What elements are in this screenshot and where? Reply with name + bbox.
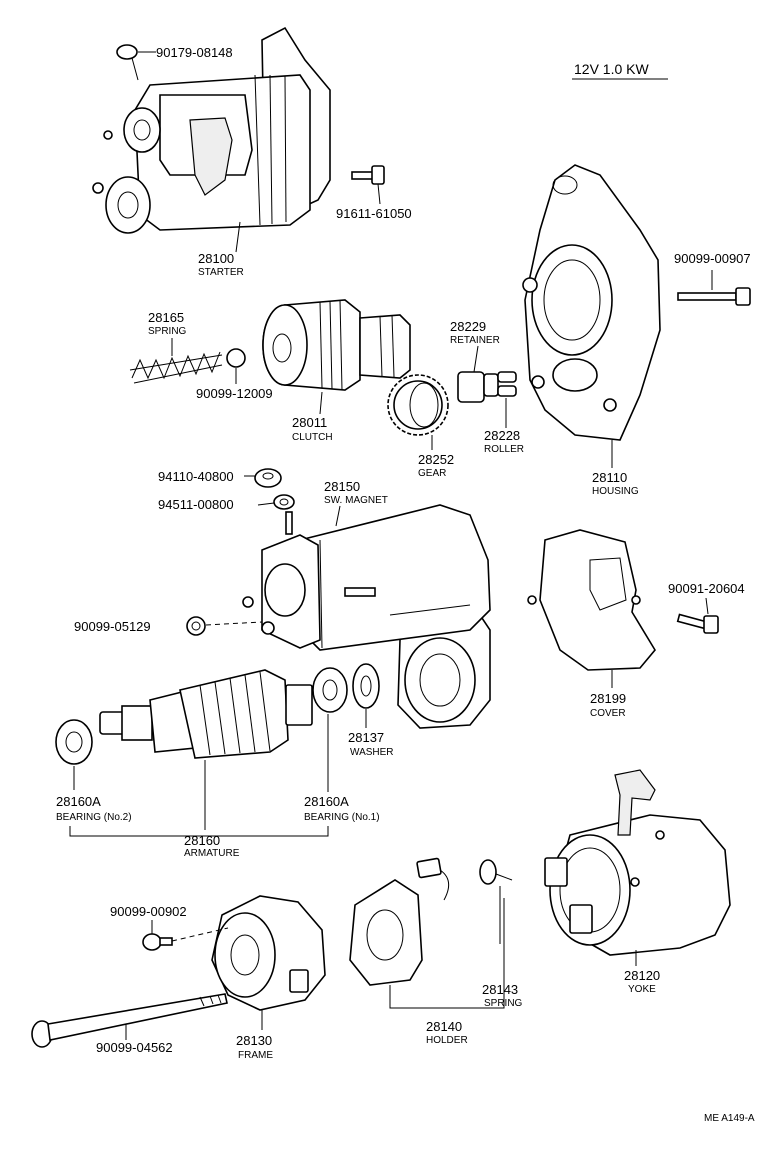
bolt-90099-00907-drawing bbox=[677, 270, 751, 306]
washer-28137-drawing bbox=[352, 663, 380, 728]
retainer-roller-drawing bbox=[457, 345, 517, 428]
part-28252-name: GEAR bbox=[418, 468, 446, 479]
part-28165-name: SPRING bbox=[148, 326, 187, 337]
screw-90099-00902-drawing bbox=[142, 920, 229, 951]
cover-28199-drawing bbox=[527, 529, 656, 688]
part-28140-name: HOLDER bbox=[426, 1035, 468, 1046]
spring-28165-drawing bbox=[129, 338, 223, 384]
part-28150-number: 28150 bbox=[324, 479, 360, 494]
part-28160-number: 28160 bbox=[184, 833, 220, 848]
part-28228-name: ROLLER bbox=[484, 444, 524, 455]
through-bolt-drawing bbox=[31, 993, 228, 1048]
part-28160A-bearing1-name: BEARING (No.1) bbox=[304, 812, 380, 823]
part-91611-number: 91611-61050 bbox=[336, 206, 412, 221]
part-28160A-bearing1-number: 28160A bbox=[304, 794, 349, 809]
part-28199-number: 28199 bbox=[590, 691, 626, 706]
part-94511-number: 94511-00800 bbox=[158, 497, 234, 512]
part-28137-number: 28137 bbox=[348, 730, 384, 745]
part-28110-number: 28110 bbox=[592, 470, 627, 485]
part-90179-number: 90179-08148 bbox=[156, 45, 233, 60]
part-90099-00907-number: 90099-00907 bbox=[674, 251, 751, 266]
part-28143-name: SPRING bbox=[484, 998, 523, 1009]
part-90091-number: 90091-20604 bbox=[668, 581, 745, 596]
part-28011-name: CLUTCH bbox=[292, 432, 333, 443]
part-28165-number: 28165 bbox=[148, 310, 184, 325]
part-28143-number: 28143 bbox=[482, 982, 518, 997]
brush-holder-drawing bbox=[349, 857, 505, 1009]
drawing-code: ME A149-A bbox=[704, 1113, 755, 1124]
part-28100-number: 28100 bbox=[198, 251, 234, 266]
part-28160A-bearing2-name: BEARING (No.2) bbox=[56, 812, 132, 823]
part-28150-name: SW. MAGNET bbox=[324, 495, 388, 506]
washer-94511-drawing bbox=[257, 494, 295, 510]
part-90099-04562-number: 90099-04562 bbox=[96, 1040, 173, 1055]
part-28130-name: FRAME bbox=[238, 1050, 273, 1061]
nut-94110-drawing bbox=[244, 468, 282, 488]
part-28120-number: 28120 bbox=[624, 968, 660, 983]
bearing-no2-drawing bbox=[55, 719, 93, 790]
rating-label: 12V 1.0 KW bbox=[574, 61, 649, 77]
starter-assembly-drawing bbox=[92, 26, 331, 253]
clutch-drawing bbox=[262, 299, 411, 415]
part-94110-number: 94110-40800 bbox=[158, 469, 234, 484]
gear-28252-drawing bbox=[387, 374, 449, 450]
part-28120-name: YOKE bbox=[628, 984, 656, 995]
nut-90099-05129-drawing bbox=[186, 616, 263, 636]
part-28110-name: HOUSING bbox=[592, 486, 639, 497]
bearing-no1-drawing bbox=[312, 667, 348, 792]
part-28229-number: 28229 bbox=[450, 319, 486, 334]
armature-drawing bbox=[99, 669, 313, 830]
part-28130-number: 28130 bbox=[236, 1033, 272, 1048]
part-28137-name: WASHER bbox=[350, 747, 394, 758]
part-90099-12009-number: 90099-12009 bbox=[196, 386, 273, 401]
part-28100-name: STARTER bbox=[198, 267, 244, 278]
ball-90099-12009-drawing bbox=[226, 348, 246, 384]
switch-magnet-drawing bbox=[242, 504, 491, 729]
bolt-90091-drawing bbox=[676, 597, 719, 634]
armature-bracket bbox=[69, 826, 329, 837]
spring-28143-drawing bbox=[479, 859, 513, 944]
part-28252-number: 28252 bbox=[418, 452, 454, 467]
part-28229-name: RETAINER bbox=[450, 335, 500, 346]
part-28140-number: 28140 bbox=[426, 1019, 462, 1034]
part-28011-number: 28011 bbox=[292, 415, 327, 430]
part-90099-00902-number: 90099-00902 bbox=[110, 904, 187, 919]
housing-drawing bbox=[522, 164, 661, 468]
bolt-91611-drawing bbox=[351, 165, 385, 205]
part-28228-number: 28228 bbox=[484, 428, 520, 443]
part-28199-name: COVER bbox=[590, 708, 626, 719]
frame-28130-drawing bbox=[211, 895, 326, 1030]
part-90099-05129-number: 90099-05129 bbox=[74, 619, 151, 634]
part-28160A-bearing2-number: 28160A bbox=[56, 794, 101, 809]
yoke-drawing bbox=[544, 769, 731, 966]
part-28160-name: ARMATURE bbox=[184, 848, 240, 859]
